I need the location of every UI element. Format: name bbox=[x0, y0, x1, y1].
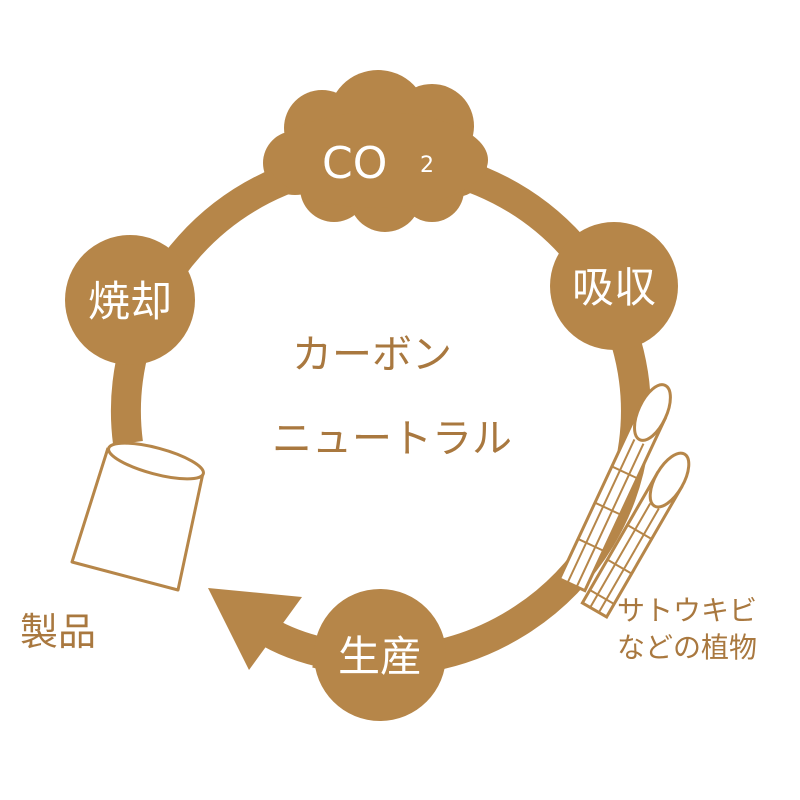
absorb-node-circle bbox=[550, 222, 678, 350]
produce-node: 生産 bbox=[314, 589, 446, 721]
absorb-label: 吸収 bbox=[572, 263, 656, 312]
sugarcane-icon bbox=[557, 383, 691, 620]
product-container-icon bbox=[70, 441, 205, 592]
produce-label: 生産 bbox=[338, 632, 422, 681]
absorb-node: 吸収 bbox=[550, 222, 678, 350]
products-label: 製品 bbox=[20, 610, 96, 654]
cloud-icon bbox=[263, 70, 488, 232]
incinerate-node-circle bbox=[65, 235, 195, 365]
co2-label: CO bbox=[322, 138, 387, 189]
plants-label-line2: などの植物 bbox=[617, 631, 757, 664]
co2-subscript: 2 bbox=[420, 153, 434, 178]
incinerate-label: 焼却 bbox=[88, 277, 172, 326]
cycle-ring bbox=[111, 146, 651, 677]
center-title-line1: カーボン bbox=[292, 332, 452, 378]
center-title-line2: ニュートラル bbox=[272, 416, 512, 462]
produce-node-circle bbox=[314, 589, 446, 721]
cycle-arrow-icon bbox=[208, 588, 302, 670]
incinerate-node: 焼却 bbox=[65, 235, 195, 365]
plants-label-line1: サトウキビ bbox=[617, 594, 757, 627]
co2-node: CO 2 bbox=[263, 70, 488, 232]
